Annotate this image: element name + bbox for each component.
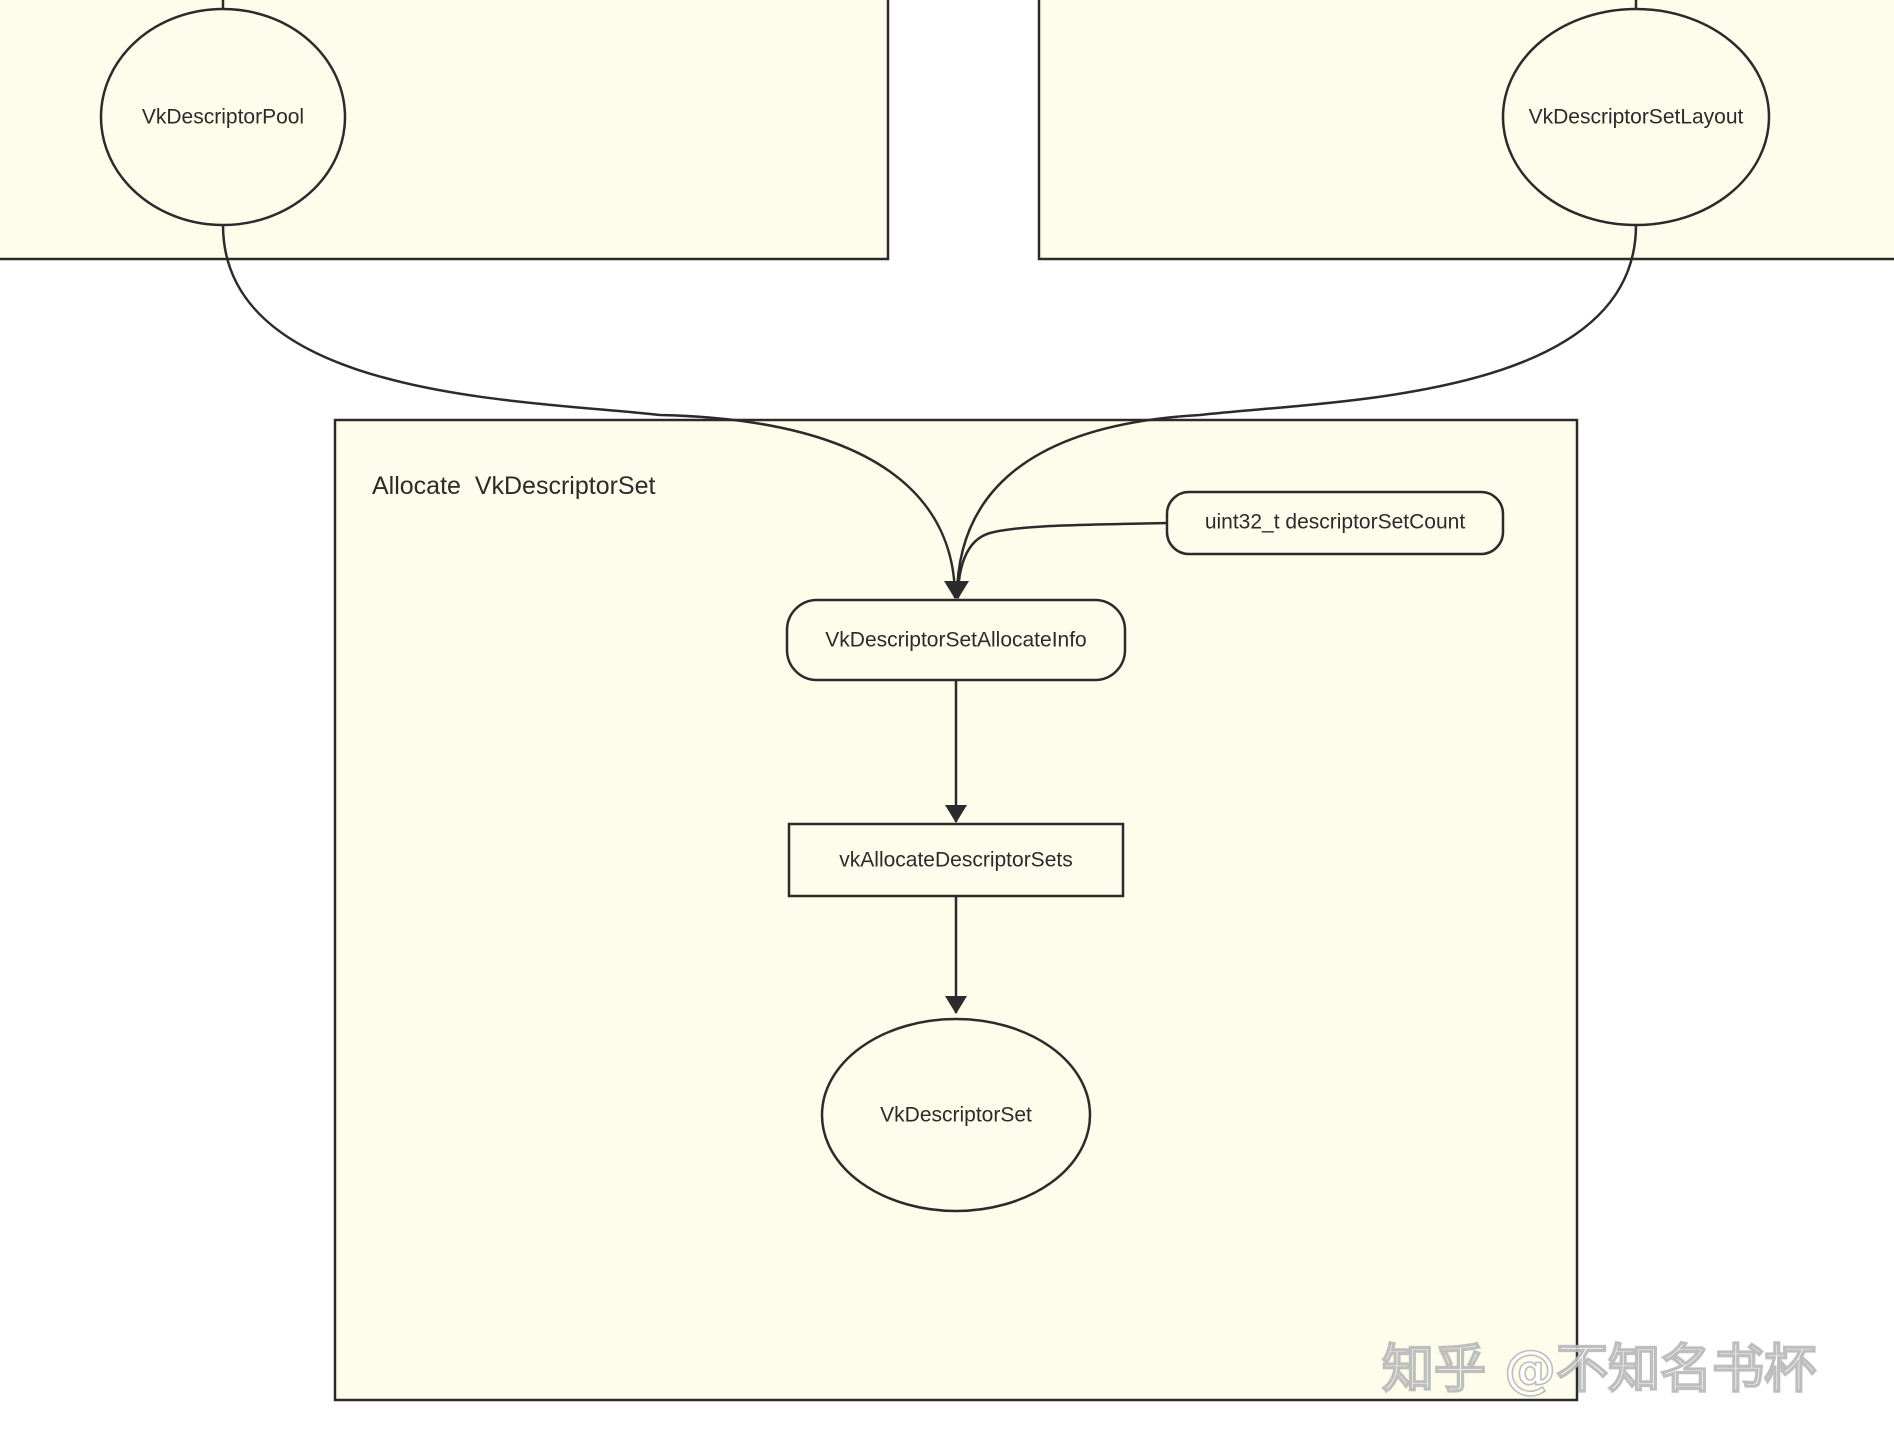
allocate-info-label: VkDescriptorSetAllocateInfo [825,629,1086,652]
descriptor-pool-ellipse [99,7,347,227]
descriptor-set-layout-ellipse [1501,7,1771,227]
allocate-info-box [785,598,1127,682]
watermark-text: 知乎 @不知名书杯 [1382,1340,1816,1400]
descriptor-set-label: VkDescriptorSet [880,1104,1032,1127]
edge-count-to-allocate-info [947,521,1168,599]
node-allocate-descriptor-sets[interactable]: vkAllocateDescriptorSets [787,822,1125,898]
allocate-descriptor-sets-box [787,822,1125,898]
edge-pool-to-allocate-info [221,224,966,599]
descriptor-set-ellipse [820,1017,1092,1213]
node-descriptor-set[interactable]: VkDescriptorSet [820,1017,1092,1213]
node-descriptor-set-count[interactable]: uint32_t descriptorSetCount [1165,490,1505,556]
allocate-group-title: Allocate VkDescriptorSet [372,472,656,500]
node-descriptor-set-layout[interactable]: VkDescriptorSetLayout [1501,7,1771,227]
node-descriptor-pool[interactable]: VkDescriptorPool [99,7,347,227]
allocate-descriptor-sets-label: vkAllocateDescriptorSets [839,849,1072,872]
descriptor-set-layout-label: VkDescriptorSetLayout [1529,106,1744,129]
edge-layout-to-allocate-info [946,224,1638,599]
node-allocate-info[interactable]: VkDescriptorSetAllocateInfo [785,598,1127,682]
descriptor-pool-label: VkDescriptorPool [142,106,304,129]
descriptor-set-count-box [1165,490,1505,556]
descriptor-set-count-label: uint32_t descriptorSetCount [1205,511,1465,534]
